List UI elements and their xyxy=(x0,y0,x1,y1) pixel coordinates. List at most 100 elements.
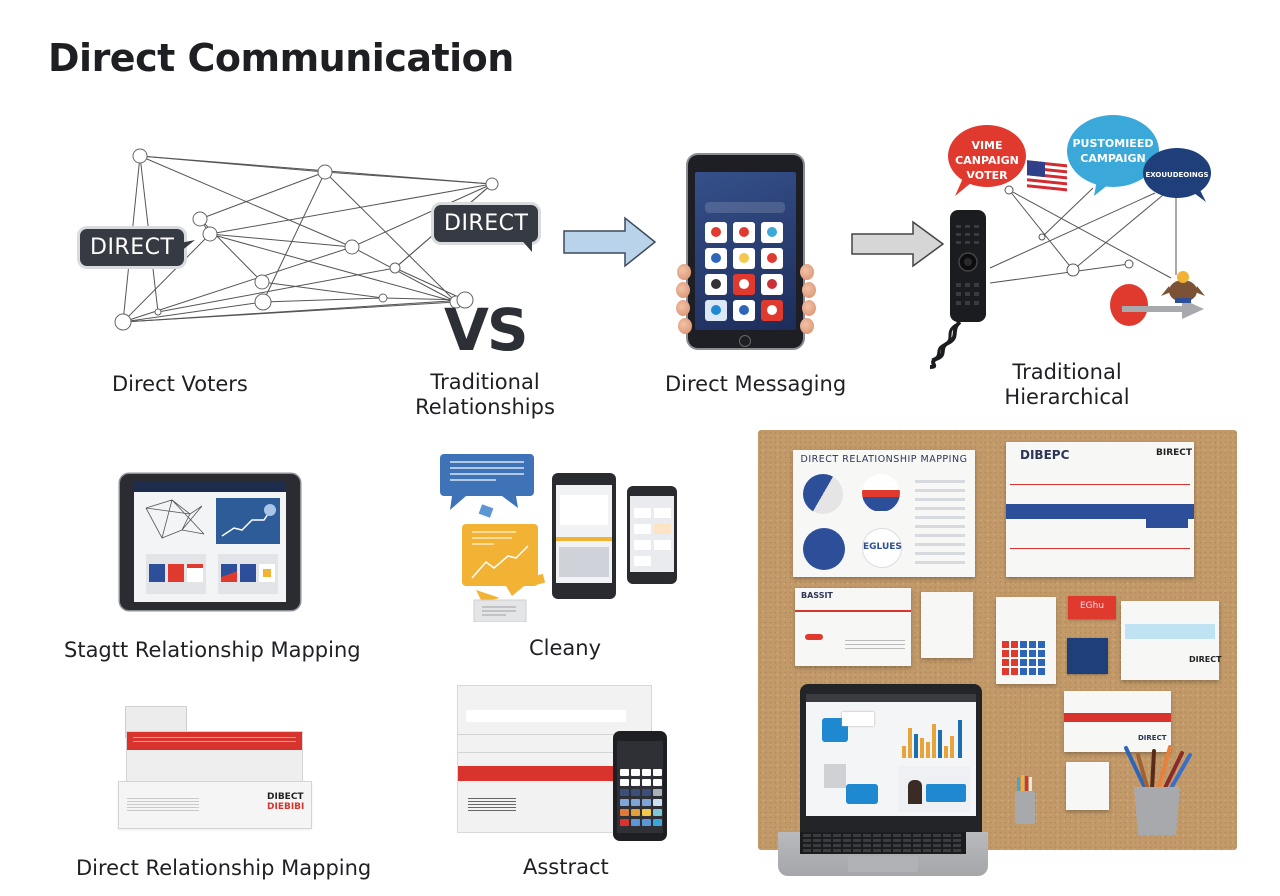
app-icon[interactable] xyxy=(705,274,727,295)
bubble-line: CANPAIGN xyxy=(955,154,1019,167)
network-edge xyxy=(122,246,353,323)
chat-bubble-blue xyxy=(846,784,878,804)
keyboard-key xyxy=(803,839,811,842)
keyboard-key xyxy=(813,834,821,837)
keypad-key[interactable] xyxy=(620,809,629,816)
bubble-navy-tail xyxy=(1190,190,1206,202)
keypad-key[interactable] xyxy=(631,819,640,826)
pencil-cup-small xyxy=(1015,775,1035,824)
network-edge xyxy=(209,183,493,235)
mini-tile xyxy=(654,508,671,518)
keyboard-key xyxy=(833,834,841,837)
chart-bar xyxy=(950,736,954,758)
handset-key xyxy=(965,233,970,236)
calendar-cell xyxy=(1038,668,1045,675)
calendar-cell xyxy=(1002,650,1009,657)
app-icon[interactable] xyxy=(761,274,783,295)
arrow-right-icon xyxy=(851,220,945,268)
finger xyxy=(678,318,692,334)
handset-key xyxy=(956,301,961,305)
keypad-key[interactable] xyxy=(631,769,640,776)
mini-card xyxy=(187,564,203,582)
app-icon[interactable] xyxy=(733,248,755,269)
direct-bubble-right: DIRECT xyxy=(434,205,539,242)
handset-key xyxy=(956,225,961,228)
keypad-key[interactable] xyxy=(642,769,651,776)
network-node xyxy=(202,226,218,242)
keyboard-key xyxy=(883,849,891,852)
app-icon[interactable] xyxy=(733,222,755,243)
app-icon[interactable] xyxy=(705,300,727,321)
keypad-key[interactable] xyxy=(642,789,651,796)
bar-chart xyxy=(902,720,962,758)
app-icon[interactable] xyxy=(705,248,727,269)
arrow-right-icon xyxy=(563,216,657,268)
keyboard-key xyxy=(843,839,851,842)
envelope-line xyxy=(1010,548,1190,549)
envelope-small: DIRECT xyxy=(1064,691,1171,752)
keypad-key[interactable] xyxy=(653,789,662,796)
mini-tile xyxy=(634,508,651,518)
network-node xyxy=(154,308,162,316)
app-icon[interactable] xyxy=(705,222,727,243)
keypad-key[interactable] xyxy=(653,779,662,786)
calendar-cell xyxy=(1020,668,1027,675)
calendar-cell xyxy=(1029,641,1036,648)
network-node xyxy=(317,164,333,180)
bubble-red: VIME CANPAIGN VOTER xyxy=(948,125,1026,187)
keypad-key[interactable] xyxy=(642,799,651,806)
keypad-key[interactable] xyxy=(642,779,651,786)
keypad-key[interactable] xyxy=(631,799,640,806)
mini-card xyxy=(149,564,165,582)
handset-key xyxy=(965,301,970,305)
bubble-line: VIME xyxy=(971,139,1003,152)
doc-red-band xyxy=(458,766,651,781)
grey-arrow-icon xyxy=(1122,299,1204,319)
browser-bar xyxy=(806,694,976,702)
keyboard-key xyxy=(813,849,821,852)
keyboard-key xyxy=(953,849,961,852)
keyboard-key xyxy=(923,834,931,837)
keyboard-key xyxy=(853,839,861,842)
chart-bar xyxy=(958,720,962,758)
app-icon[interactable] xyxy=(761,222,783,243)
finger xyxy=(676,282,690,298)
keypad-key[interactable] xyxy=(631,779,640,786)
keypad-key[interactable] xyxy=(620,769,629,776)
chat-bubble-white xyxy=(842,712,874,726)
keyboard-key xyxy=(883,834,891,837)
keyboard-key xyxy=(903,844,911,847)
keypad-key[interactable] xyxy=(631,809,640,816)
keypad-key[interactable] xyxy=(642,809,651,816)
keyboard-key xyxy=(873,834,881,837)
bubble-tail-right xyxy=(518,236,532,252)
label-line: Traditional xyxy=(430,370,540,394)
desk-calendar xyxy=(1066,762,1109,810)
keypad-key[interactable] xyxy=(653,809,662,816)
app-icon[interactable] xyxy=(733,274,755,295)
keypad-key[interactable] xyxy=(642,819,651,826)
label-line: Traditional xyxy=(1012,360,1122,384)
keyboard-key xyxy=(913,839,921,842)
keypad-key[interactable] xyxy=(620,789,629,796)
app-icon[interactable] xyxy=(761,248,783,269)
laptop-base xyxy=(778,832,988,876)
keyboard-key xyxy=(933,839,941,842)
tablet-search-bar xyxy=(705,202,785,213)
keypad-key[interactable] xyxy=(631,789,640,796)
keypad-key[interactable] xyxy=(653,799,662,806)
mini-card xyxy=(240,564,256,582)
calendar-cell xyxy=(1029,650,1036,657)
calendar-grid xyxy=(1002,641,1052,677)
app-icon[interactable] xyxy=(761,300,783,321)
bubble-tail-left xyxy=(170,240,195,260)
keypad-key[interactable] xyxy=(620,819,629,826)
keypad-key[interactable] xyxy=(653,819,662,826)
keypad-key[interactable] xyxy=(653,769,662,776)
app-icon[interactable] xyxy=(733,300,755,321)
keypad-key[interactable] xyxy=(620,799,629,806)
us-flag-icon xyxy=(1027,160,1067,193)
keypad-key[interactable] xyxy=(620,779,629,786)
network-edge xyxy=(394,267,466,301)
network-edge xyxy=(199,171,326,220)
